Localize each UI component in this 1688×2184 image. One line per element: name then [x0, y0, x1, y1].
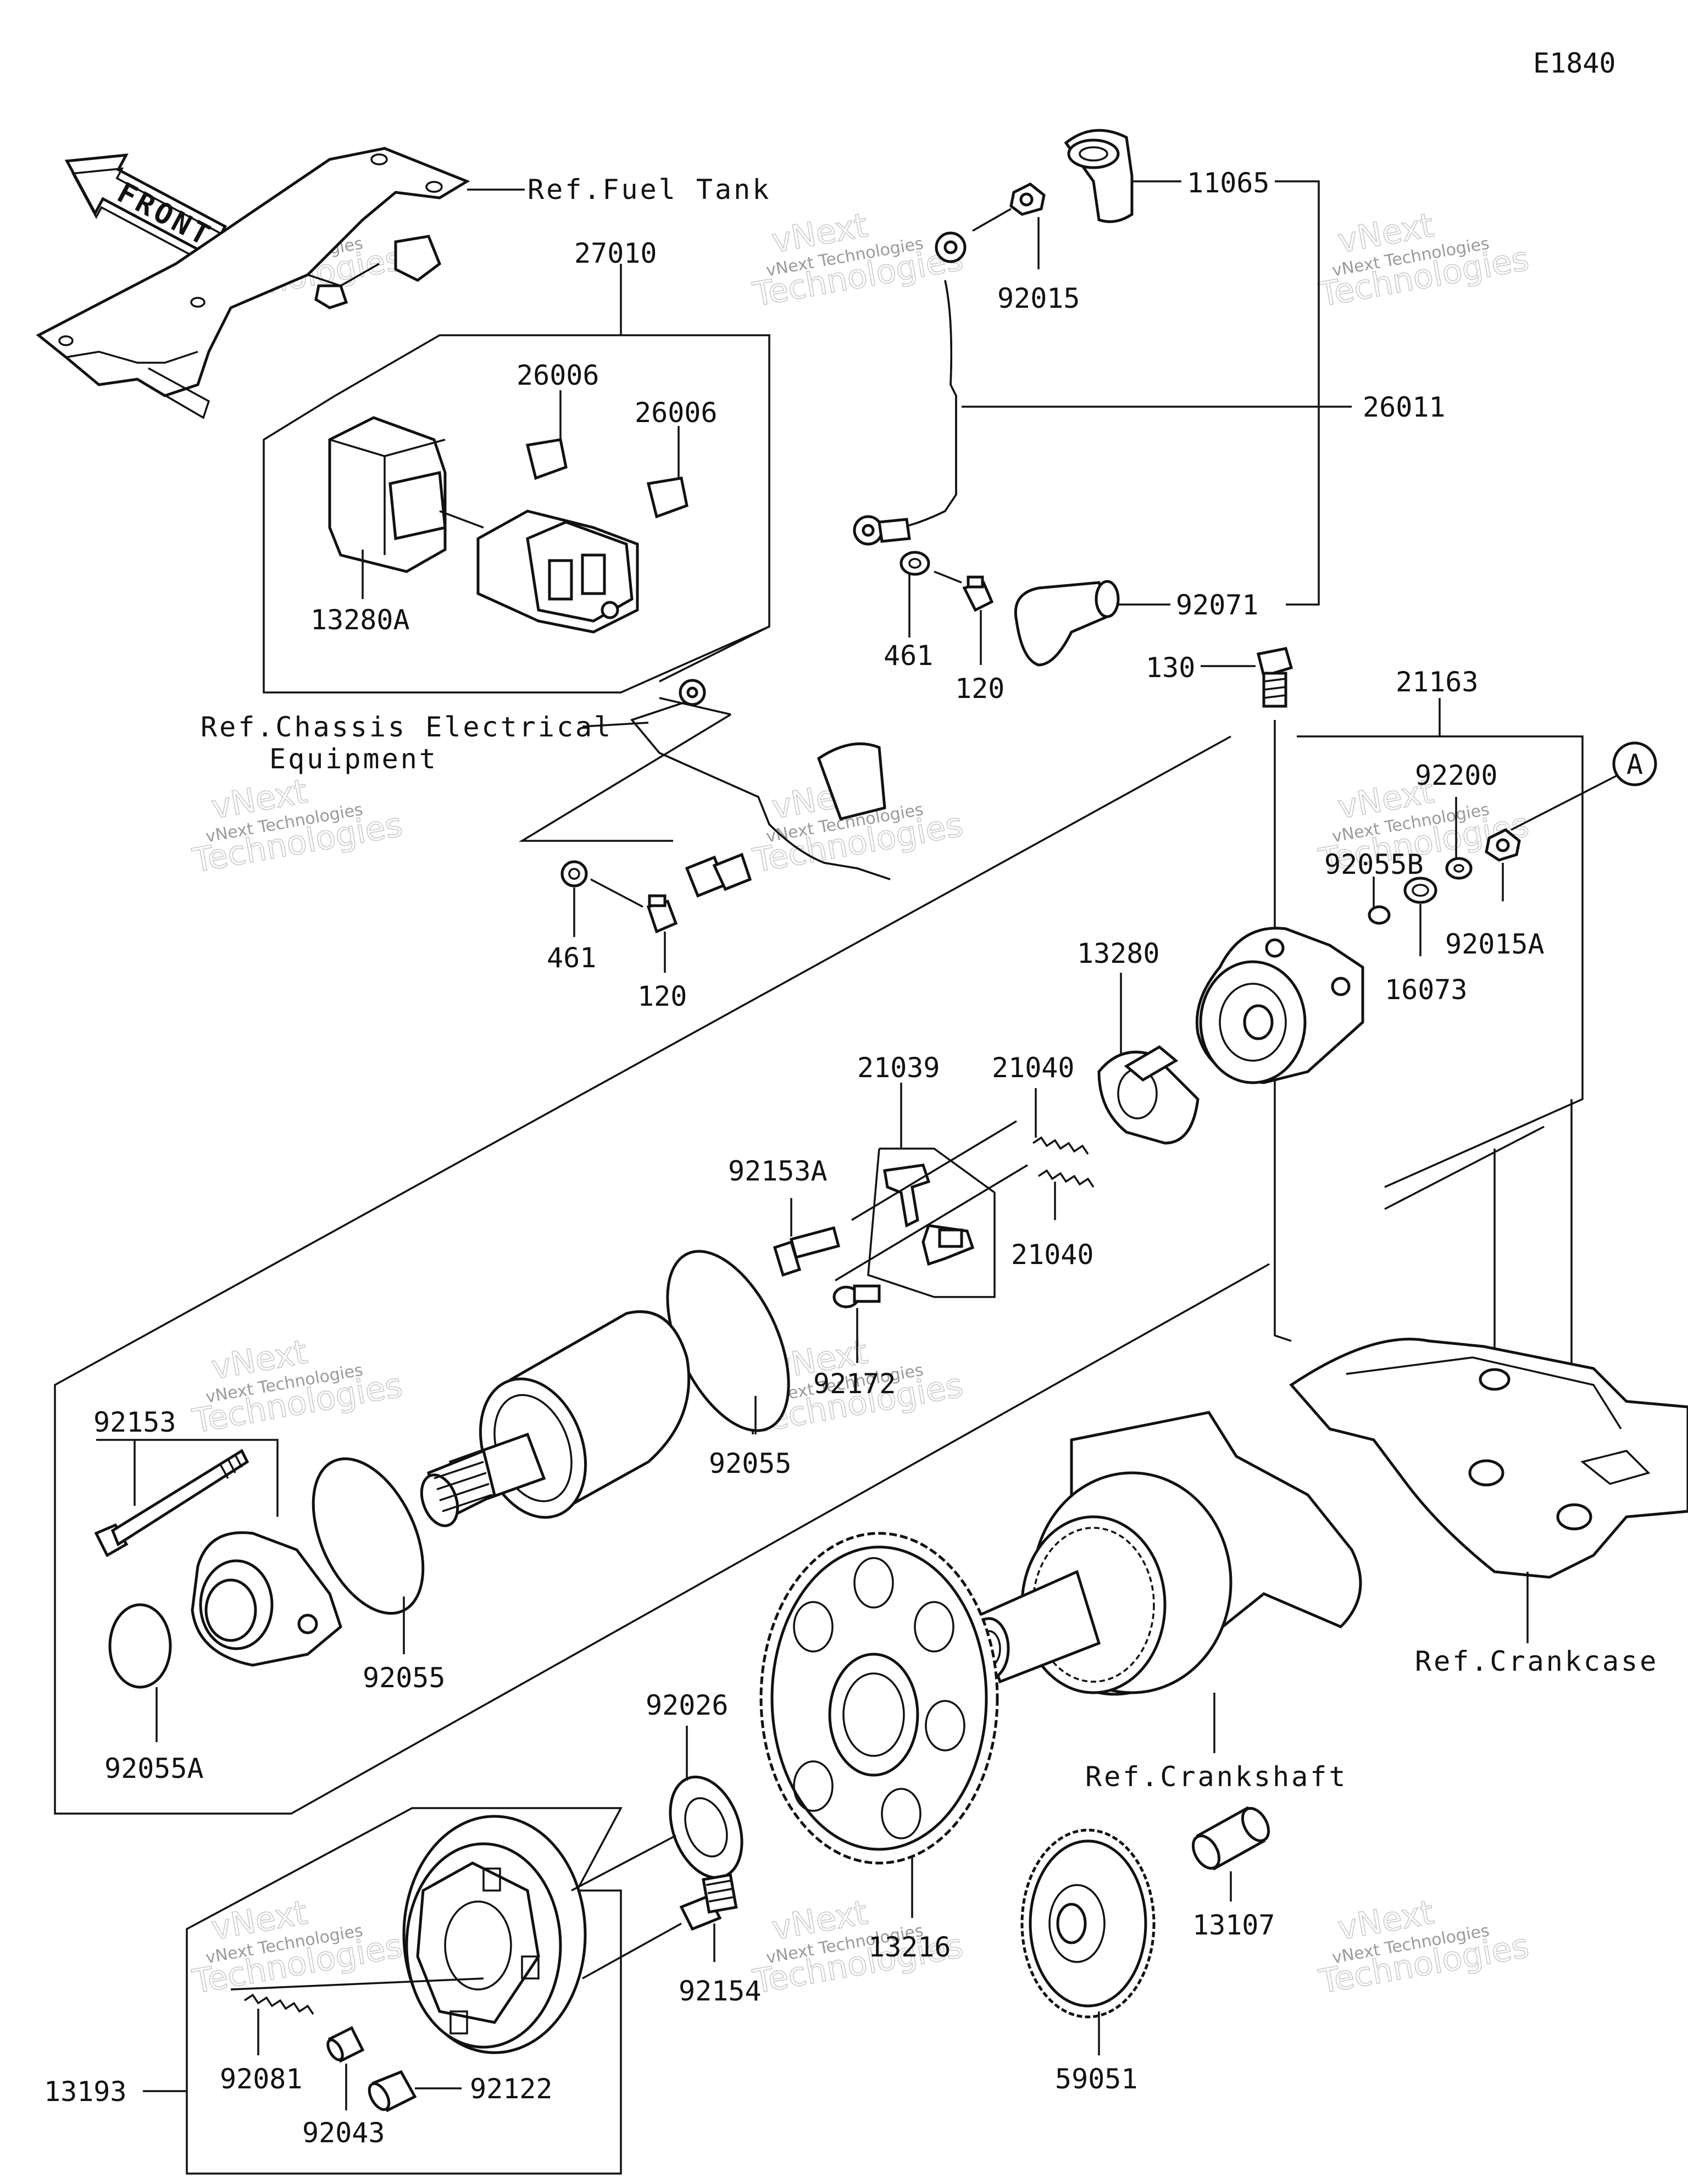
label-59051: 59051 — [1055, 2063, 1138, 2095]
label-92015: 92015 — [997, 282, 1080, 314]
starter-motor-yoke — [420, 1310, 691, 1527]
crankshaft — [968, 1411, 1362, 1696]
label-13193: 13193 — [44, 2076, 127, 2108]
watermark: vNext vNext Technologies Technologies — [189, 1332, 406, 1441]
label-92055-right: 92055 — [709, 1448, 792, 1479]
terminal-cap-92071 — [1014, 580, 1120, 667]
label-16073: 16073 — [1385, 974, 1468, 1006]
washer-92026 — [669, 1775, 743, 1880]
label-13280A: 13280A — [310, 604, 410, 636]
watermark: vNext vNext Technologies Technologies — [1315, 1893, 1532, 2002]
washer-461-upper — [899, 551, 930, 576]
ref-fuel-tank: Ref.Fuel Tank — [528, 174, 771, 206]
starter-gear-13216 — [759, 1532, 999, 1865]
crankcase-section — [1289, 1338, 1688, 1579]
chassis-harness — [560, 679, 891, 934]
starter-end-cover — [1195, 927, 1364, 1084]
diagram-code: E1840 — [1533, 47, 1616, 79]
roller-92122 — [368, 2070, 417, 2113]
bolt-130 — [1256, 647, 1293, 708]
group-frame-21163 — [54, 735, 1270, 1815]
label-92055A: 92055A — [104, 1753, 204, 1784]
starter-clutch-13193 — [402, 1815, 587, 2054]
label-92122: 92122 — [470, 2073, 553, 2105]
long-bolt-92153 — [94, 1449, 249, 1557]
label-26006-a: 26006 — [517, 359, 599, 391]
label-92055-left: 92055 — [363, 1662, 446, 1694]
label-13280: 13280 — [1077, 938, 1160, 969]
relay-cover-13280A — [328, 416, 447, 573]
pin-92043 — [326, 2026, 365, 2063]
label-27010: 27010 — [574, 237, 657, 269]
collar-16073 — [1403, 877, 1437, 904]
label-21040-a: 21040 — [992, 1052, 1075, 1084]
label-92153: 92153 — [93, 1406, 176, 1438]
label-92071: 92071 — [1176, 589, 1259, 621]
o-ring-92055A — [108, 1603, 172, 1689]
ref-chassis-line2: Equipment — [269, 743, 438, 775]
bolt-92154 — [679, 1873, 738, 1931]
label-92026: 92026 — [646, 1689, 729, 1721]
label-92154: 92154 — [679, 1975, 762, 2007]
spring-21040-a — [1032, 1136, 1089, 1155]
spring-21040-b — [1038, 1169, 1095, 1188]
label-92055B: 92055B — [1324, 849, 1424, 880]
watermark: vNext vNext Technologies Technologies — [189, 772, 406, 880]
pin-13107 — [1191, 1806, 1270, 1871]
label-120-lower: 120 — [637, 980, 687, 1012]
brush-assembly-21039 — [883, 1163, 975, 1266]
ref-chassis-line1: Ref.Chassis Electrical — [201, 711, 613, 743]
label-92200: 92200 — [1415, 760, 1498, 791]
brush-holder-13280 — [1097, 1045, 1200, 1145]
label-26011: 26011 — [1363, 391, 1446, 423]
starter-front-cover — [191, 1531, 342, 1667]
o-ring-92055B — [1368, 905, 1391, 925]
nut-92015 — [1009, 182, 1046, 216]
label-21039: 21039 — [857, 1052, 940, 1084]
label-11065: 11065 — [1187, 167, 1270, 199]
label-21163: 21163 — [1396, 666, 1479, 698]
ref-crankshaft: Ref.Crankshaft — [1085, 1761, 1347, 1793]
label-461-upper: 461 — [884, 640, 933, 672]
starter-relay — [476, 509, 639, 634]
ref-crankcase: Ref.Crankcase — [1415, 1645, 1658, 1677]
group-frame-13193 — [186, 1807, 623, 2175]
label-26006-b: 26006 — [635, 397, 718, 429]
terminal-cap-11065 — [1064, 129, 1134, 223]
spring-92081 — [244, 1993, 314, 2015]
label-92043: 92043 — [302, 2117, 385, 2149]
washer-92200 — [1445, 857, 1473, 880]
label-92172: 92172 — [813, 1368, 896, 1400]
fuse-26006-b — [646, 476, 688, 519]
svg-text:A: A — [1626, 749, 1643, 780]
label-21040-b: 21040 — [1011, 1239, 1094, 1271]
screw-92153A — [773, 1226, 841, 1277]
group-frame-21039 — [867, 1148, 996, 1298]
callout-marker — [1612, 741, 1657, 786]
bolt-120-upper — [962, 575, 994, 612]
label-92081: 92081 — [220, 2063, 303, 2095]
idle-gear-59051 — [1020, 1828, 1156, 2019]
nut-92015A — [1485, 828, 1521, 862]
label-130: 130 — [1146, 652, 1195, 684]
fuel-tank-bracket — [36, 147, 470, 419]
group-frame-27010 — [335, 334, 770, 683]
label-120-upper: 120 — [955, 673, 1004, 705]
watermark: vNext vNext Technologies Technologies — [1315, 206, 1532, 314]
fuse-26006-a — [525, 438, 568, 480]
label-92153A: 92153A — [728, 1155, 828, 1187]
label-92015A: 92015A — [1445, 928, 1545, 960]
label-461-lower: 461 — [547, 942, 596, 974]
starter-cable-26011 — [853, 231, 967, 546]
watermark: vNext vNext Technologies Technologies — [749, 206, 966, 314]
screw-92172 — [832, 1284, 881, 1309]
label-13107: 13107 — [1192, 1909, 1275, 1941]
label-13216: 13216 — [868, 1931, 951, 1963]
